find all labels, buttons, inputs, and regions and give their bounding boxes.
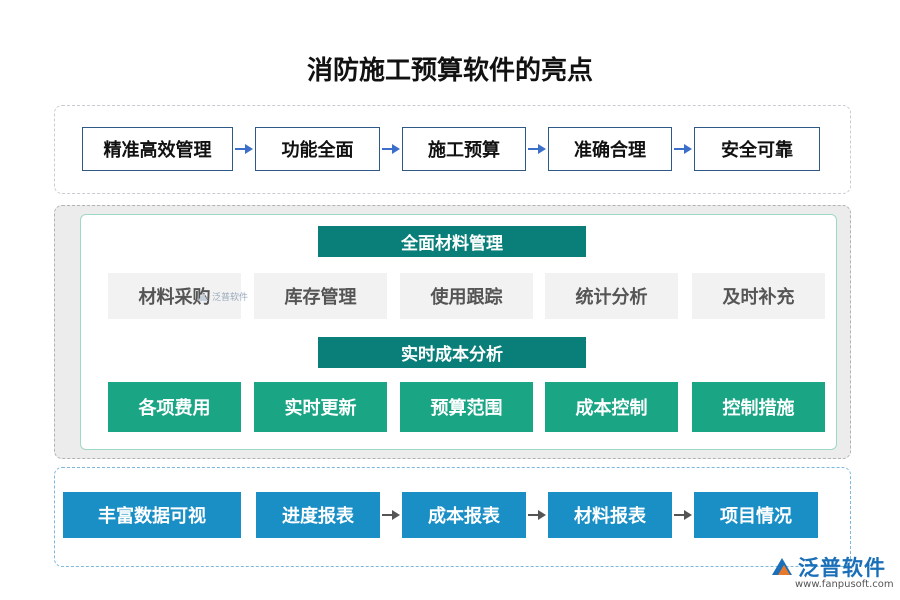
row2-box-1: 材料采购 <box>108 273 241 319</box>
row1-box-4: 准确合理 <box>548 127 672 171</box>
reports-panel <box>54 467 851 567</box>
page-title: 消防施工预算软件的亮点 <box>306 56 593 86</box>
row1-arrow-4 <box>674 144 692 154</box>
section-header-materials: 全面材料管理 <box>318 226 586 257</box>
row3-box-3: 预算范围 <box>400 382 533 432</box>
row4-arrow-1 <box>382 510 400 520</box>
row1-arrow-3 <box>528 144 546 154</box>
section-header-cost: 实时成本分析 <box>318 337 586 368</box>
row2-box-3: 使用跟踪 <box>400 273 533 319</box>
row2-box-5: 及时补充 <box>692 273 825 319</box>
brand-logo: 泛普软件 <box>770 552 886 582</box>
watermark-text: 泛普软件 <box>212 293 249 303</box>
row4-box-1: 丰富数据可视 <box>63 492 241 538</box>
row1-box-3: 施工预算 <box>402 127 526 171</box>
row4-box-4: 材料报表 <box>548 492 672 538</box>
brand-url: www.fanpusoft.com <box>795 579 894 590</box>
row4-box-2: 进度报表 <box>256 492 380 538</box>
row1-arrow-1 <box>235 144 253 154</box>
row3-box-4: 成本控制 <box>545 382 678 432</box>
row4-arrow-3 <box>674 510 692 520</box>
row1-box-1: 精准高效管理 <box>82 127 233 171</box>
row4-arrow-2 <box>528 510 546 520</box>
watermark: 泛普软件 <box>197 290 248 303</box>
row1-arrow-2 <box>382 144 400 154</box>
highlights-panel <box>54 105 851 194</box>
row4-box-3: 成本报表 <box>402 492 526 538</box>
row1-box-2: 功能全面 <box>255 127 380 171</box>
row4-box-5: 项目情况 <box>694 492 818 538</box>
brand-logo-icon <box>772 558 792 575</box>
brand-name: 泛普软件 <box>798 556 886 580</box>
row2-box-4: 统计分析 <box>545 273 678 319</box>
row3-box-1: 各项费用 <box>108 382 241 432</box>
row3-box-2: 实时更新 <box>254 382 387 432</box>
row3-box-5: 控制措施 <box>692 382 825 432</box>
watermark-logo-icon <box>198 292 208 301</box>
row2-box-2: 库存管理 <box>254 273 387 319</box>
row1-box-5: 安全可靠 <box>694 127 820 171</box>
